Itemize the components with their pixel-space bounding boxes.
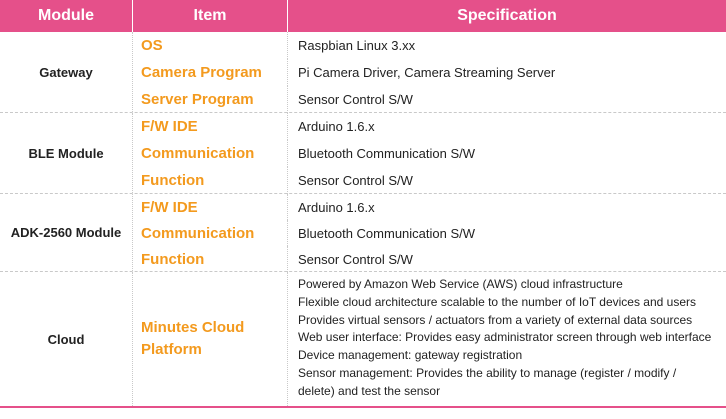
item-line: Minutes Cloud [141, 319, 245, 336]
spec-cell: Sensor Control S/W [298, 173, 413, 188]
item-cell: F/W IDE [133, 113, 288, 140]
table-row: Camera Program Pi Camera Driver, Camera … [133, 59, 726, 86]
header-item: Item [133, 0, 288, 32]
spec-line: Powered by Amazon Web Service (AWS) clou… [298, 277, 623, 291]
module-cell: Gateway [0, 32, 133, 112]
group-gateway: Gateway OS Raspbian Linux 3.xx Camera Pr… [0, 32, 726, 113]
group-cloud: Cloud Minutes Cloud Platform Powered by … [0, 272, 726, 408]
spec-cell: Bluetooth Communication S/W [298, 146, 476, 161]
table-row: OS Raspbian Linux 3.xx [133, 32, 726, 59]
table-row: F/W IDE Arduino 1.6.x [133, 194, 726, 220]
item-cell-cloud: Minutes Cloud Platform [133, 272, 288, 406]
spec-cell-cloud: Powered by Amazon Web Service (AWS) clou… [288, 276, 726, 401]
spec-cell: Arduino 1.6.x [298, 199, 375, 215]
item-cell: Communication [133, 220, 288, 246]
item-cell: OS [133, 32, 288, 59]
item-cell: Server Program [133, 86, 288, 113]
spec-cell: Arduino 1.6.x [298, 119, 375, 134]
spec-line: Web user interface: Provides easy admini… [298, 330, 712, 345]
spec-line: Flexible cloud architecture scalable to … [298, 294, 696, 309]
spec-line: delete) and test the sensor [298, 383, 441, 398]
group-adk-2560-module: ADK-2560 Module F/W IDE Arduino 1.6.x Co… [0, 194, 726, 272]
spec-cell: Sensor Control S/W [298, 92, 413, 107]
spec-line: Sensor management: Provides the ability … [298, 365, 677, 380]
item-cell: Camera Program [133, 59, 288, 86]
group-ble-module: BLE Module F/W IDE Arduino 1.6.x Communi… [0, 113, 726, 194]
header-module: Module [0, 0, 133, 32]
item-cell: Function [133, 246, 288, 272]
table-row: Communication Bluetooth Communication S/… [133, 220, 726, 246]
item-cell: Communication [133, 140, 288, 167]
spec-line: Provides virtual sensors / actuators fro… [298, 312, 693, 327]
table-row: Server Program Sensor Control S/W [133, 86, 726, 113]
table-row: Communication Bluetooth Communication S/… [133, 140, 726, 167]
spec-cell: Pi Camera Driver, Camera Streaming Serve… [298, 65, 556, 80]
item-line: Platform [141, 341, 202, 358]
item-cell: F/W IDE [133, 194, 288, 220]
table-header: Module Item Specification [0, 0, 726, 32]
table-row: F/W IDE Arduino 1.6.x [133, 113, 726, 140]
module-cell: Cloud [0, 272, 133, 406]
spec-line: Device management: gateway registration [298, 348, 523, 363]
spec-cell: Sensor Control S/W [298, 251, 413, 267]
module-cell: ADK-2560 Module [0, 194, 133, 271]
table-row: Function Sensor Control S/W [133, 246, 726, 272]
spec-cell: Bluetooth Communication S/W [298, 225, 476, 241]
module-cell: BLE Module [0, 113, 133, 193]
header-specification: Specification [457, 7, 557, 24]
item-cell: Function [133, 167, 288, 194]
spec-cell: Raspbian Linux 3.xx [298, 38, 416, 53]
table-row: Function Sensor Control S/W [133, 167, 726, 194]
